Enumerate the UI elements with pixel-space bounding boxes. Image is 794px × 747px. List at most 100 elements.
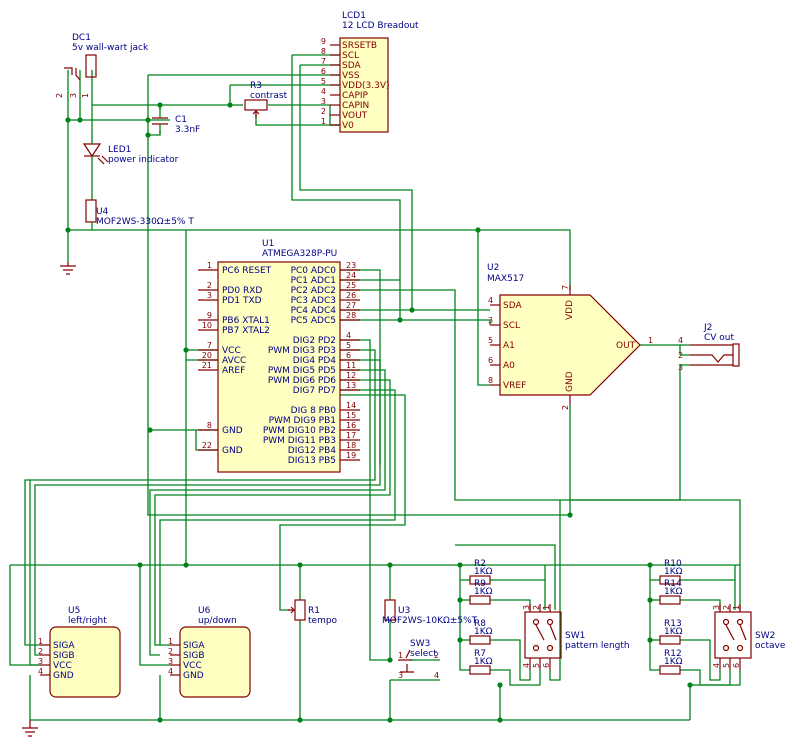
u1-pin-name: GND xyxy=(222,426,243,436)
u1-pin-name: DIG12 PB4 xyxy=(288,446,336,456)
u1-pin-number: 12 xyxy=(346,371,356,380)
u1-pin-number: 20 xyxy=(202,351,212,360)
u2-pin-name: VREF xyxy=(503,381,526,391)
r3-potentiometer: R3 contrast xyxy=(244,81,288,118)
u5-pin-number: 4 xyxy=(38,667,43,676)
u1-pin-number: 15 xyxy=(346,411,356,420)
u5-pin-name: SIGA xyxy=(53,641,75,651)
u6-pin-number: 1 xyxy=(168,637,173,646)
lcd1-pin-number: 1 xyxy=(321,117,326,126)
j2-ref: J2 xyxy=(703,323,712,333)
u1-pin-name: DIG7 PD7 xyxy=(293,386,336,396)
resistor-ref: R13 xyxy=(664,619,682,629)
u6-pin-name: SIGA xyxy=(183,641,205,651)
u1-pin-name: PC2 ADC2 xyxy=(291,286,336,296)
j2-pin: 3 xyxy=(678,363,683,372)
led1: LED1 power indicator xyxy=(82,143,179,165)
u1-pin-number: 24 xyxy=(346,271,356,280)
u1-pin-number: 21 xyxy=(202,361,212,370)
sw2-pin-number: 6 xyxy=(732,663,741,668)
resistor-body xyxy=(659,595,681,605)
u2-pin-name: SDA xyxy=(503,301,522,311)
sw3-pin: 2 xyxy=(434,651,439,660)
resistor-ref: R2 xyxy=(474,559,486,569)
u2-pin-number: 6 xyxy=(488,356,493,365)
u1-pin-name: GND xyxy=(222,446,243,456)
resistor-body xyxy=(469,665,491,675)
u2-pin-name: OUT xyxy=(616,341,636,351)
u1-pin-number: 13 xyxy=(346,381,356,390)
u1-pin-number: 16 xyxy=(346,421,356,430)
u1-pin-name: PD0 RXD xyxy=(222,286,262,296)
u5-ref: U5 xyxy=(68,606,80,616)
r1-potentiometer: R1 tempo xyxy=(288,599,338,626)
lcd1-pin-name: V0 xyxy=(342,121,354,131)
u2-pin-number: 4 xyxy=(488,296,493,305)
u1-pin-name: DIG 8 PB0 xyxy=(291,406,337,416)
u6-pin-name: GND xyxy=(183,671,204,681)
u1-pin-number: 28 xyxy=(346,311,356,320)
resistor-body xyxy=(469,595,491,605)
resistor-body xyxy=(659,635,681,645)
dc1-pin: 3 xyxy=(69,93,78,98)
sw2-pin-number: 4 xyxy=(712,663,721,668)
u1-pin-name: PWM DIG3 PD3 xyxy=(268,346,336,356)
u4-resistor: U4 MOF2WS-330Ω±5% T xyxy=(85,199,194,227)
u4-value: MOF2WS-330Ω±5% T xyxy=(96,217,194,227)
lcd1-ref: LCD1 xyxy=(342,11,366,21)
lcd1-pin-name: VSS xyxy=(342,71,360,81)
sw3-pin: 1 xyxy=(398,651,403,660)
sw1-pin-number: 2 xyxy=(532,605,541,610)
u6-ref: U6 xyxy=(198,606,211,616)
j2-value: CV out xyxy=(704,333,735,343)
r1-ref: R1 xyxy=(308,606,320,616)
lcd1-pin-name: SDA xyxy=(342,61,361,71)
sw1-pin-number: 3 xyxy=(522,605,531,610)
u4-ref: U4 xyxy=(96,207,109,217)
lcd1-value: 12 LCD Breadout xyxy=(342,21,419,31)
lcd1-pin-number: 7 xyxy=(321,57,326,66)
resistor-value: 1KΩ xyxy=(474,657,493,667)
u5-pin-number: 3 xyxy=(38,657,43,666)
u5-pin-number: 1 xyxy=(38,637,43,646)
u3-ref: U3 xyxy=(398,606,410,616)
resistor-value: 1KΩ xyxy=(664,567,683,577)
resistor-value: 1KΩ xyxy=(474,587,493,597)
resistor-ref: R9 xyxy=(474,579,486,589)
u1-pin-number: 18 xyxy=(346,441,356,450)
sw2-pin-number: 3 xyxy=(712,605,721,610)
sw3-pushbutton: SW3 select 1 2 3 4 xyxy=(398,639,439,680)
r3-value: contrast xyxy=(250,91,288,101)
u1-pin-number: 3 xyxy=(207,291,212,300)
led1-ref: LED1 xyxy=(108,145,131,155)
u1-pin-name: PWM DIG11 PB3 xyxy=(263,436,336,446)
u6-pin-number: 2 xyxy=(168,647,173,656)
u1-pin-name: DIG13 PB5 xyxy=(288,456,336,466)
lcd1-pin-number: 5 xyxy=(321,77,326,86)
lcd1-pin-number: 4 xyxy=(321,87,326,96)
sw2-pin-number: 5 xyxy=(722,663,731,668)
sw2-pin-number: 1 xyxy=(732,605,741,610)
dc1-value: 5v wall-wart jack xyxy=(72,43,149,53)
u1-pin-name: PC4 ADC4 xyxy=(291,306,337,316)
u1-pin-name: PWM DIG6 PD6 xyxy=(268,376,336,386)
u1-pin-name: PC1 ADC1 xyxy=(291,276,336,286)
u2-pin-name: SCL xyxy=(503,321,520,331)
resistor-ref: R10 xyxy=(664,559,682,569)
u1-pin-number: 1 xyxy=(207,261,212,270)
sw1-value: pattern length xyxy=(565,641,630,651)
u5-value: left/right xyxy=(68,616,107,626)
u1-pin-name: DIG2 PD2 xyxy=(293,336,336,346)
u1-pin-number: 9 xyxy=(207,311,212,320)
u5-pin-name: SIGB xyxy=(53,651,75,661)
u5-pin-name: GND xyxy=(53,671,74,681)
u2-pin-name: A0 xyxy=(503,361,515,371)
lcd1-pin-number: 6 xyxy=(321,67,326,76)
sw1-pin-number: 6 xyxy=(542,663,551,668)
lcd1-pin-number: 3 xyxy=(321,97,326,106)
